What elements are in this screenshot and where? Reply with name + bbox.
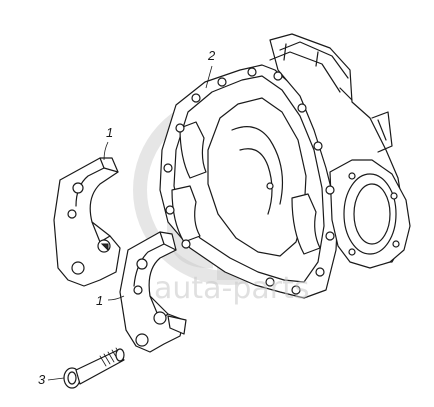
callout-label-bolt: 3 — [38, 372, 46, 387]
callout-label-cap-lower: 1 — [96, 293, 103, 308]
differential-housing — [159, 33, 411, 299]
callout-leaders — [47, 65, 213, 381]
bearing-cap-upper — [53, 157, 121, 287]
bolt — [63, 347, 125, 389]
bearing-cap-lower — [119, 231, 187, 353]
callout-label-cap-upper: 1 — [106, 125, 113, 140]
callout-label-housing: 2 — [207, 48, 216, 63]
watermark-text: auta-parts — [154, 271, 310, 306]
